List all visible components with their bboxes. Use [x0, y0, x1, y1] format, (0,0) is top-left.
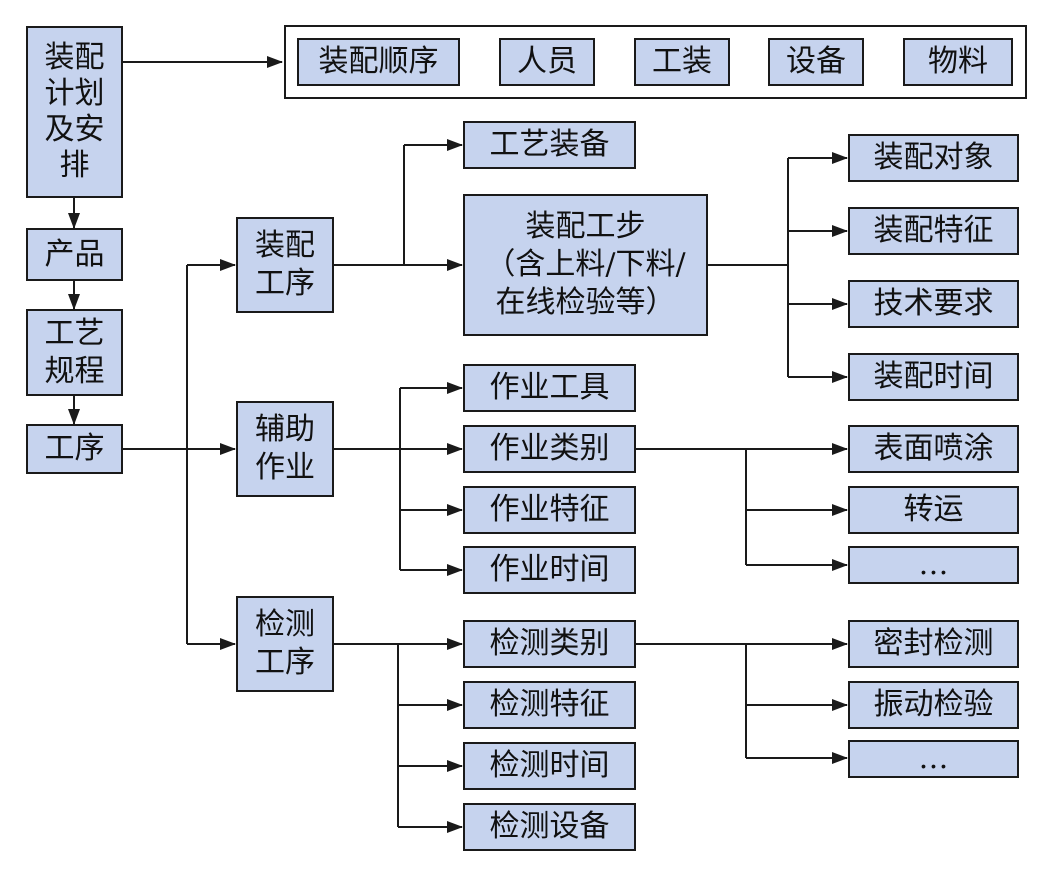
- insp-item-time: 检测时间: [463, 742, 636, 790]
- assembly-step-box: 装配工步 （含上料/下料/ 在线检验等）: [463, 194, 708, 336]
- auxiliary-operation-box: 辅助 作业: [236, 401, 334, 497]
- resource-assembly-sequence: 装配顺序: [297, 38, 460, 86]
- inspection-operation-box: 检测 工序: [236, 596, 334, 692]
- product-box: 产品: [26, 228, 123, 281]
- resource-material: 物料: [903, 38, 1013, 86]
- step-attr-technical-requirement: 技术要求: [848, 280, 1019, 328]
- insp-item-equipment: 检测设备: [463, 803, 636, 851]
- resource-personnel: 人员: [499, 38, 595, 86]
- process-spec-box: 工艺 规程: [26, 309, 123, 396]
- insp-category-vibration-test: 振动检验: [848, 681, 1019, 729]
- aux-item-category: 作业类别: [463, 425, 636, 473]
- aux-category-surface-spray: 表面喷涂: [848, 425, 1019, 473]
- assembly-plan-box: 装配 计划 及安 排: [26, 26, 123, 198]
- resource-tooling: 工装: [634, 38, 730, 86]
- insp-item-feature: 检测特征: [463, 681, 636, 729]
- resource-equipment: 设备: [768, 38, 864, 86]
- process-equipment-box: 工艺装备: [463, 121, 636, 169]
- step-attr-assembly-feature: 装配特征: [848, 207, 1019, 255]
- assembly-operation-box: 装配 工序: [236, 217, 334, 313]
- insp-item-category: 检测类别: [463, 620, 636, 668]
- insp-category-seal-test: 密封检测: [848, 620, 1019, 668]
- step-attr-assembly-object: 装配对象: [848, 134, 1019, 182]
- step-attr-assembly-time: 装配时间: [848, 353, 1019, 401]
- operation-box: 工序: [26, 424, 123, 474]
- aux-category-transfer: 转运: [848, 486, 1019, 534]
- aux-item-tool: 作业工具: [463, 364, 636, 412]
- aux-item-feature: 作业特征: [463, 486, 636, 534]
- insp-category-more: …: [848, 740, 1019, 778]
- aux-item-time: 作业时间: [463, 546, 636, 594]
- aux-category-more: …: [848, 546, 1019, 584]
